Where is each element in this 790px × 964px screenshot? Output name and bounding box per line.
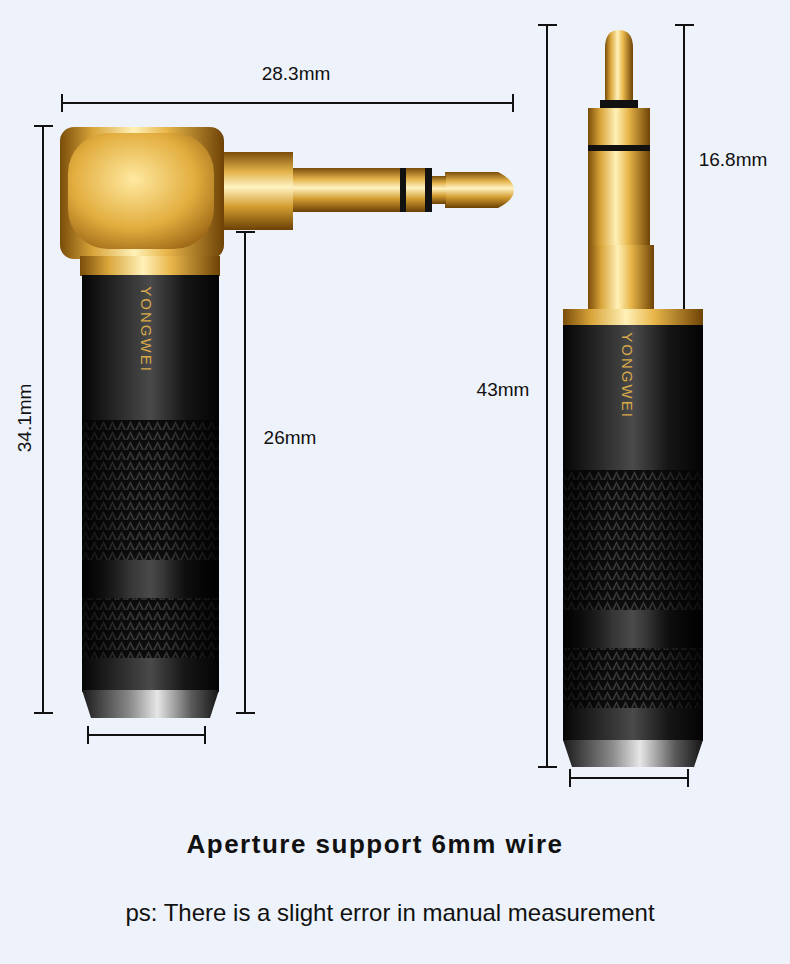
plug-sleeve bbox=[292, 168, 425, 212]
plug-body bbox=[563, 325, 703, 741]
knurl-shade bbox=[563, 470, 703, 708]
dim-34-1 bbox=[34, 126, 53, 713]
angle-head bbox=[60, 127, 224, 259]
dimension-value: 34.1mm bbox=[14, 384, 36, 453]
plug-sleeve bbox=[588, 108, 650, 246]
insulator-ring bbox=[600, 100, 638, 108]
insulator-ring bbox=[588, 145, 650, 151]
head-face bbox=[68, 133, 214, 249]
dim-width-right bbox=[570, 769, 688, 787]
brand-mark: YONGWEI bbox=[137, 287, 154, 374]
plug-collar bbox=[222, 152, 293, 230]
dimension-value: 28.3mm bbox=[262, 63, 331, 85]
dim-width-left bbox=[88, 726, 205, 744]
dim-26 bbox=[236, 232, 255, 713]
gold-band bbox=[563, 309, 703, 326]
insulator-ring bbox=[400, 168, 406, 212]
gold-band bbox=[80, 256, 220, 276]
insulator-ring bbox=[424, 168, 432, 212]
straight-plug bbox=[563, 30, 703, 767]
brand-mark: YONGWEI bbox=[618, 333, 635, 420]
dimension-value: 43mm bbox=[477, 379, 530, 401]
plug-body bbox=[82, 275, 219, 692]
dim-43 bbox=[538, 25, 557, 767]
plug-collar bbox=[588, 245, 654, 311]
dim-28-3 bbox=[62, 94, 513, 112]
dimension-value: 26mm bbox=[264, 427, 317, 449]
caption: Aperture support 6mm wire bbox=[186, 830, 563, 860]
right-angle-plug bbox=[60, 127, 514, 718]
plug-tip bbox=[445, 172, 514, 208]
tip-neck bbox=[430, 176, 446, 204]
end-cap bbox=[82, 690, 219, 718]
note-text: ps: There is a slight error in manual me… bbox=[125, 899, 654, 927]
dimension-value: 16.8mm bbox=[699, 149, 768, 171]
knurl-shade bbox=[82, 420, 219, 658]
end-cap bbox=[563, 740, 703, 767]
plug-tip bbox=[605, 30, 633, 100]
dim-16-8 bbox=[675, 25, 694, 310]
